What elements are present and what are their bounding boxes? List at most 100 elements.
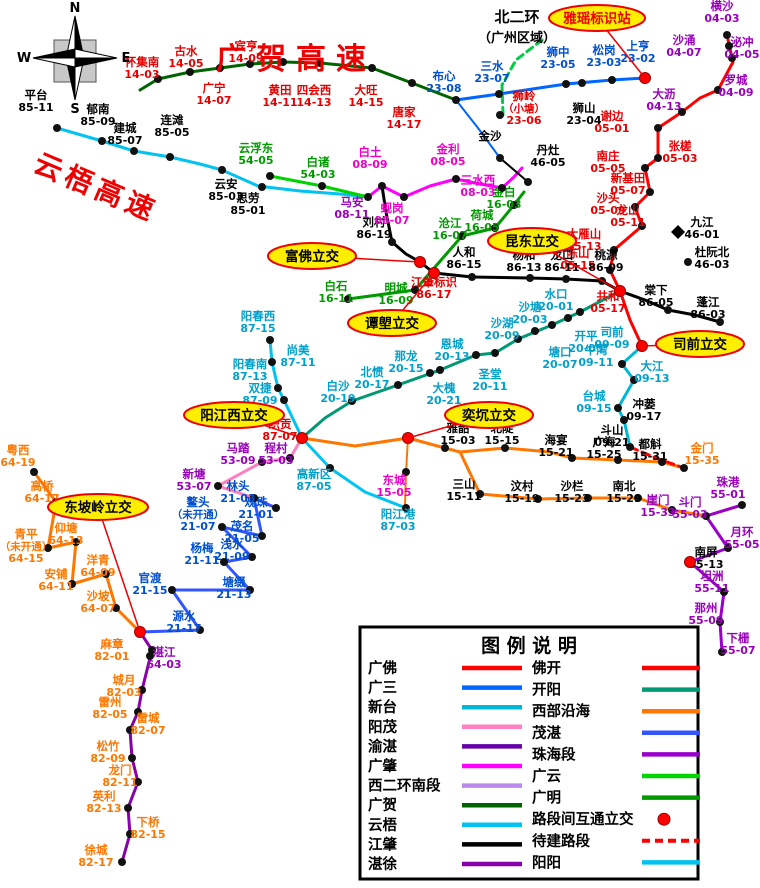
station-code: 05-17 — [590, 302, 625, 315]
station-dot — [638, 222, 646, 230]
route-line-yunwu — [55, 126, 370, 199]
station-code: 20-13 — [434, 350, 469, 363]
station-name: 郁南 — [86, 102, 110, 116]
station-dot — [378, 182, 386, 190]
station-code: 64-07 — [80, 602, 115, 615]
station-code: 23-03 — [586, 56, 621, 69]
station-code: 08-05 — [430, 155, 465, 168]
station-code: 55-01 — [710, 488, 745, 501]
station-code: 20-09 — [484, 329, 519, 342]
station-code: 85-03 — [208, 190, 243, 203]
callout-label: 富佛立交 — [285, 248, 339, 265]
station-dot — [501, 444, 509, 452]
station-name: 平台 — [25, 88, 48, 102]
station-dot — [250, 494, 258, 502]
station-dot — [608, 76, 616, 84]
station-code: 20-17 — [354, 378, 389, 391]
station-name: 金门 — [690, 441, 714, 455]
legend-item-label: 阳阳 — [532, 854, 561, 871]
station-code: 86-15 — [446, 258, 481, 271]
station-code: 21-05 — [224, 532, 259, 545]
station-dot — [716, 618, 724, 626]
station-dot — [576, 308, 584, 316]
station-dot — [716, 318, 724, 326]
legend-dot-sample — [657, 812, 671, 826]
station-code: 55-09 — [688, 614, 723, 627]
route-line-zhanxu — [120, 630, 154, 864]
station-dot — [562, 80, 570, 88]
station-code: 86-13 — [506, 261, 541, 274]
station-dot — [218, 166, 226, 174]
station-dot — [614, 456, 622, 464]
station-name: 南屏 — [695, 545, 718, 559]
station-dot — [720, 588, 728, 596]
station-dot — [394, 381, 402, 389]
legend-title: 图 例 说 明 — [481, 634, 577, 657]
station-code: 16-05 — [464, 221, 499, 234]
station-dot — [452, 96, 460, 104]
station-code: 15-05 — [376, 486, 411, 499]
station-name: 云安 — [215, 177, 238, 191]
station-dot — [402, 504, 410, 512]
station-code: 86-05 — [638, 296, 673, 309]
station-code: 21-03 — [220, 492, 255, 505]
station-code: 55-13 — [688, 558, 723, 571]
station-dot — [258, 458, 266, 466]
station-dot — [274, 384, 282, 392]
station-code: 64-11 — [38, 580, 73, 593]
station-name: 茂名 — [231, 519, 254, 533]
station-code: 21-01 — [238, 508, 273, 521]
station-dot — [723, 31, 731, 39]
station-name: 官渡 — [139, 571, 162, 585]
station-name: 汶村 — [511, 479, 534, 493]
legend-item-label: 待建路段 — [532, 832, 590, 850]
station-code: 53-07 — [176, 480, 211, 493]
compass-label-s: S — [70, 102, 79, 117]
station-code: 82-13 — [86, 802, 121, 815]
station-code: 82-17 — [78, 856, 113, 869]
station-dot — [98, 137, 106, 145]
station-dot — [166, 153, 174, 161]
station-dot — [286, 454, 294, 462]
station-name: 青平 — [15, 527, 38, 541]
station-code: 08-09 — [352, 158, 387, 171]
station-dot — [496, 111, 504, 119]
station-name: 泌冲 — [731, 35, 754, 49]
station-name: 北惯 — [361, 365, 384, 379]
station-name: 共和 — [597, 289, 620, 303]
station-name: 龙山 — [616, 203, 640, 217]
station-dot — [724, 544, 732, 552]
ring-label-line1: 北二环 — [494, 8, 540, 26]
station-name: 城月 — [113, 673, 136, 687]
station-dot — [614, 404, 622, 412]
station-name: 仰塘 — [55, 521, 78, 535]
station-name: 阳江港 — [381, 507, 416, 521]
station-name: 蓬江 — [697, 295, 720, 309]
station-dot — [128, 754, 136, 762]
station-code: 15-25 — [586, 448, 621, 461]
station-name: 上亨 — [627, 39, 650, 53]
station-code: 23-02 — [620, 52, 655, 65]
legend-item-label: 珠海段 — [532, 745, 576, 763]
station-dot — [112, 604, 120, 612]
station-name: 雷城 — [137, 711, 160, 725]
station-name: 鳌头 — [187, 495, 210, 509]
station-name: 狮山 — [572, 101, 596, 115]
station-code: 54-05 — [238, 154, 273, 167]
station-name: 罗城 — [725, 73, 748, 87]
station-name: 布心 — [432, 69, 456, 83]
route-line-coastal-south — [458, 450, 744, 518]
station-code: 23-04 — [566, 114, 602, 127]
station-dot — [678, 108, 686, 116]
station-dot — [526, 274, 534, 282]
station-name: 连滩 — [161, 113, 184, 127]
station-dot — [214, 482, 222, 490]
station-name: 陈山 — [567, 246, 590, 260]
station-name: 新基田 — [611, 171, 646, 185]
station-dot — [531, 327, 539, 335]
station-name: 沙涌 — [673, 33, 696, 47]
station-name: 白沙 — [327, 379, 350, 393]
station-name: 狮中 — [546, 45, 570, 59]
